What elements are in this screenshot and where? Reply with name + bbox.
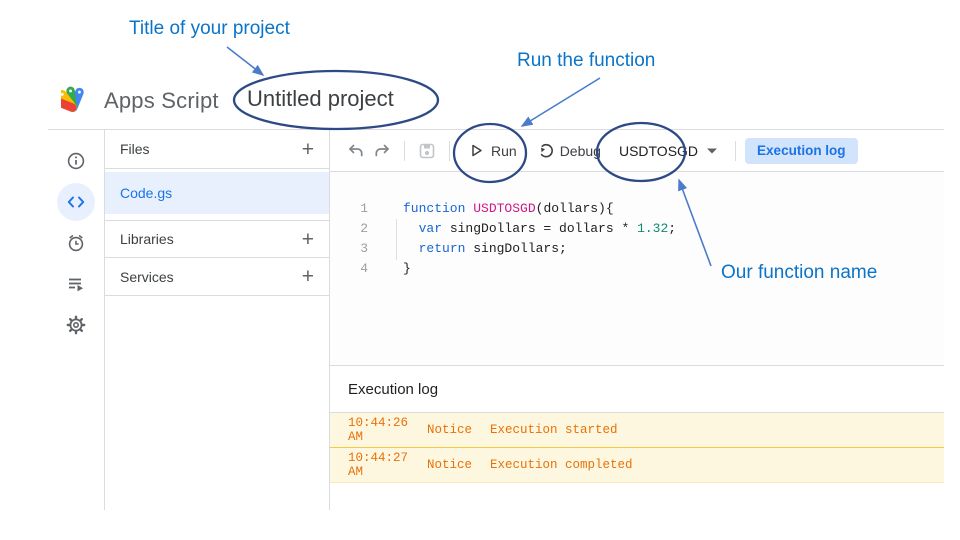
- undo-button[interactable]: [343, 138, 369, 164]
- undo-icon: [349, 144, 363, 156]
- function-selector[interactable]: USDTOSGD: [611, 136, 726, 166]
- log-time: 10:44:26 AM: [348, 416, 409, 444]
- run-label: Run: [491, 142, 517, 159]
- triggers-button[interactable]: [57, 224, 95, 262]
- sidebar-section-libraries[interactable]: Libraries +: [105, 220, 329, 258]
- redo-icon: [375, 144, 389, 156]
- clock-icon: [68, 235, 84, 252]
- executions-icon: [69, 278, 83, 292]
- executions-button[interactable]: [57, 265, 95, 303]
- execution-log-button-label: Execution log: [757, 143, 846, 158]
- log-level: Notice: [427, 458, 473, 472]
- add-services-button[interactable]: +: [301, 265, 314, 288]
- code-line[interactable]: 1 function USDTOSGD(dollars){: [330, 199, 944, 219]
- code-line[interactable]: 4}: [330, 259, 944, 279]
- code-text: function USDTOSGD(dollars){: [403, 201, 614, 216]
- file-name: Code.gs: [120, 185, 173, 201]
- log-time: 10:44:27 AM: [348, 451, 409, 479]
- code-text: var singDollars = dollars * 1.32;: [418, 221, 677, 236]
- code-line[interactable]: 2 var singDollars = dollars * 1.32;: [330, 219, 944, 239]
- left-rail: [48, 130, 105, 510]
- play-icon: [472, 144, 482, 157]
- redo-button[interactable]: [369, 138, 395, 164]
- editor-button[interactable]: [57, 183, 95, 221]
- app-header: Apps Script Untitled project: [0, 0, 960, 129]
- toolbar-separator: [404, 140, 405, 161]
- editor-region: Run Debug USDTOSGD Execu: [330, 130, 944, 510]
- settings-gear-icon: [66, 315, 86, 335]
- log-level: Notice: [427, 423, 473, 437]
- project-title[interactable]: Untitled project: [247, 86, 394, 111]
- code-text: return singDollars;: [418, 241, 567, 256]
- run-button[interactable]: Run: [459, 136, 527, 166]
- line-number: 4: [360, 261, 368, 276]
- execution-log-title: Execution log: [330, 366, 944, 413]
- execution-log-button[interactable]: Execution log: [745, 137, 858, 164]
- editor-toolbar: Run Debug USDTOSGD Execu: [330, 130, 944, 172]
- add-file-button[interactable]: +: [301, 137, 314, 161]
- line-number: 2: [360, 221, 368, 236]
- apps-script-logo-icon: [61, 86, 84, 112]
- log-msg: Execution completed: [490, 458, 633, 472]
- log-entry: 10:44:27 AM Notice Execution completed: [330, 448, 944, 483]
- info-icon: [67, 152, 85, 170]
- section-label: Services: [120, 268, 174, 285]
- save-icon: [419, 143, 435, 158]
- chevron-down-icon: [707, 148, 718, 153]
- add-libraries-button[interactable]: +: [301, 227, 314, 251]
- line-number: 1: [360, 201, 368, 216]
- panel-sections: Libraries + Services +: [105, 220, 329, 296]
- log-entry: 10:44:26 AM Notice Execution started: [330, 413, 944, 448]
- app-name: Apps Script: [104, 88, 219, 113]
- code-icon: [67, 196, 85, 208]
- log-msg: Execution started: [490, 423, 618, 437]
- code-line[interactable]: 3 return singDollars;: [330, 239, 944, 259]
- settings-button[interactable]: [57, 306, 95, 344]
- sidebar-section-services[interactable]: Services +: [105, 258, 329, 296]
- files-header: Files +: [105, 130, 329, 169]
- code-lines: 1 function USDTOSGD(dollars){ 2 var singDo…: [330, 199, 944, 279]
- code-editor[interactable]: 1 function USDTOSGD(dollars){ 2 var singDo…: [330, 172, 944, 365]
- file-item-codegs[interactable]: Code.gs: [105, 172, 329, 214]
- debug-icon: [540, 143, 553, 157]
- workspace: Files + Code.gs Libraries + Services +: [48, 129, 944, 510]
- section-label: Libraries: [120, 231, 174, 247]
- debug-button[interactable]: Debug: [527, 136, 611, 166]
- files-header-label: Files: [120, 141, 150, 157]
- overview-button[interactable]: [57, 142, 95, 180]
- code-text: }: [403, 261, 411, 276]
- save-button[interactable]: [414, 138, 440, 164]
- line-number: 3: [360, 241, 368, 256]
- files-panel: Files + Code.gs Libraries + Services +: [105, 130, 330, 510]
- toolbar-separator: [449, 140, 450, 161]
- debug-label: Debug: [559, 142, 601, 159]
- selected-function-name: USDTOSGD: [618, 142, 699, 159]
- indent-guide: [396, 219, 397, 260]
- toolbar-separator: [735, 140, 737, 161]
